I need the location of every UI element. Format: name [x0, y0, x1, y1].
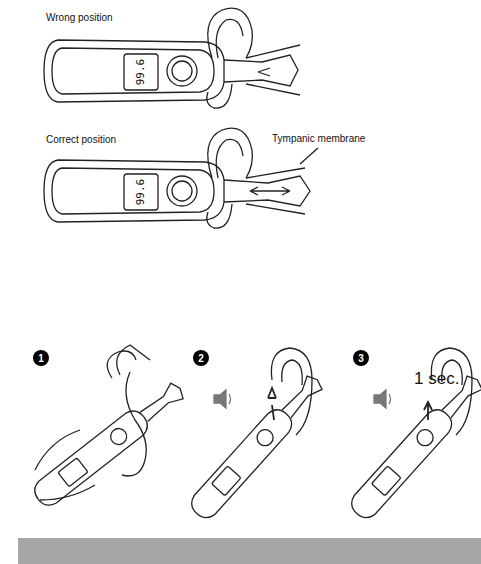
step-number: 1 [33, 350, 49, 366]
callout-number: 1 [38, 353, 44, 364]
part-name: Tympanic membrane [272, 133, 365, 144]
display-reading: 99.6 [135, 179, 147, 206]
callout-number: 3 [358, 353, 364, 364]
position-caption: Correct position [46, 134, 116, 145]
step2-illustration [186, 348, 327, 523]
step-number: 2 [193, 350, 209, 366]
thermometer-correct [44, 148, 318, 222]
step1-illustration [30, 345, 189, 510]
duration-note: 1 sec. [414, 370, 459, 389]
ear-wrong [207, 8, 300, 108]
step-number: 3 [353, 350, 369, 366]
thermometer-wrong [44, 40, 298, 102]
footer-bar [18, 538, 481, 564]
position-caption: Wrong position [46, 12, 113, 23]
callout-number: 2 [198, 353, 204, 364]
step3-illustration [346, 348, 481, 523]
display-reading: 99.6 [135, 59, 147, 86]
